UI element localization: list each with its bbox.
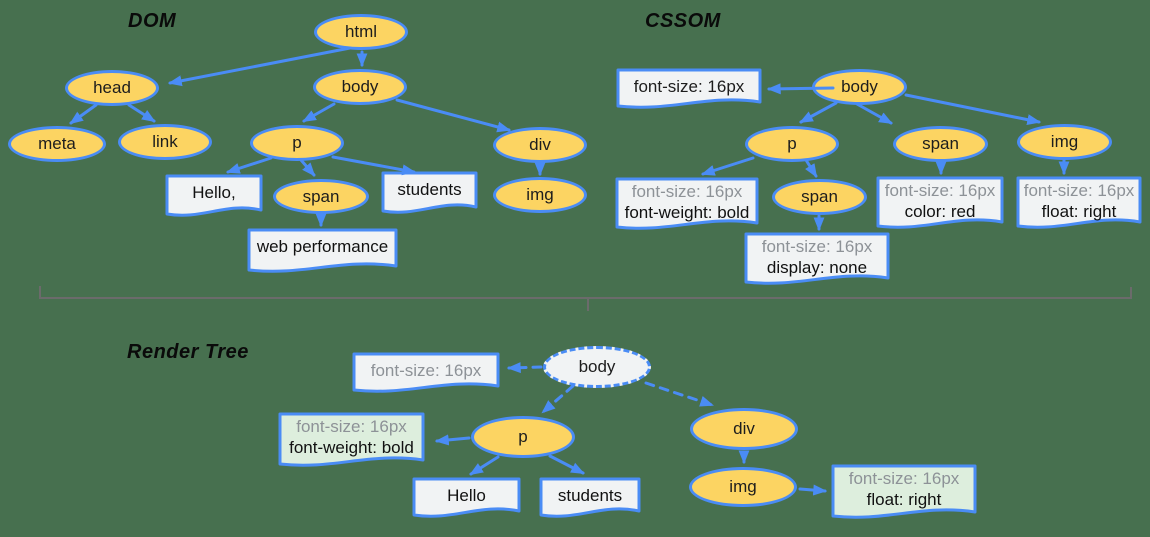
section-title-cssom: CSSOM bbox=[645, 10, 721, 32]
render-node-body: body bbox=[543, 346, 651, 388]
render-rulebox-p: font-size: 16px font-weight: bold bbox=[278, 412, 425, 468]
rule-line: display: none bbox=[766, 258, 868, 277]
rule-line: font-size: 16px bbox=[631, 182, 743, 201]
dom-node-html: html bbox=[314, 14, 408, 50]
dom-node-img: img bbox=[493, 177, 587, 213]
rule-line: font-size: 16px bbox=[1023, 181, 1135, 200]
rule-line: float: right bbox=[866, 490, 942, 509]
node-label: body bbox=[841, 77, 878, 96]
render-node-p: p bbox=[471, 416, 575, 458]
dom-node-body: body bbox=[313, 69, 407, 105]
render-node-img: img bbox=[689, 467, 797, 507]
dom-node-p: p bbox=[250, 125, 344, 161]
render-rulebox-body: font-size: 16px bbox=[352, 352, 500, 394]
dom-node-head: head bbox=[65, 70, 159, 106]
cssom-node-span-child: span bbox=[772, 179, 867, 215]
render-textbox-hello: Hello bbox=[412, 477, 521, 519]
cssom-rulebox-body: font-size: 16px bbox=[616, 68, 762, 110]
dom-node-link: link bbox=[118, 124, 212, 160]
render-rulebox-img: font-size: 16px float: right bbox=[831, 464, 977, 520]
node-label: p bbox=[787, 134, 797, 153]
rule-line: color: red bbox=[904, 202, 976, 221]
node-label: head bbox=[93, 78, 131, 97]
cssom-node-p: p bbox=[745, 126, 839, 162]
node-label: div bbox=[733, 419, 755, 438]
node-label: img bbox=[1050, 132, 1079, 151]
node-label: span bbox=[302, 186, 340, 206]
dom-node-div: div bbox=[493, 127, 587, 163]
cssom-rulebox-span-child: font-size: 16px display: none bbox=[744, 232, 890, 286]
rule-line: font-weight: bold bbox=[289, 438, 414, 457]
node-label: p bbox=[292, 133, 302, 152]
textbox-label: Hello, bbox=[192, 183, 236, 202]
rule-line: font-size: 16px bbox=[884, 181, 996, 200]
rule-line: float: right bbox=[1041, 202, 1117, 221]
node-label: body bbox=[341, 77, 379, 96]
section-title-dom: DOM bbox=[128, 10, 177, 32]
node-label: div bbox=[529, 135, 551, 154]
textbox-label: students bbox=[397, 180, 462, 199]
node-label: span bbox=[922, 134, 959, 153]
cssom-rulebox-p: font-size: 16px font-weight: bold bbox=[615, 177, 759, 231]
node-label: img bbox=[526, 185, 554, 204]
node-label: p bbox=[518, 427, 528, 446]
cssom-node-span: span bbox=[893, 126, 988, 162]
cssom-node-img: img bbox=[1017, 124, 1112, 160]
dom-textbox-hello: Hello, bbox=[165, 174, 263, 218]
cssom-node-body: body bbox=[812, 69, 907, 105]
textbox-label: Hello bbox=[447, 486, 486, 505]
render-textbox-students: students bbox=[539, 477, 641, 519]
node-label: img bbox=[729, 477, 757, 496]
rule-line: font-size: 16px bbox=[761, 237, 873, 256]
rule-line: font-size: 16px bbox=[370, 361, 482, 380]
section-divider bbox=[39, 286, 1132, 311]
textbox-label: students bbox=[557, 486, 623, 505]
rule-line: font-size: 16px bbox=[633, 77, 745, 96]
node-label: span bbox=[801, 187, 838, 206]
node-label: body bbox=[578, 357, 616, 376]
node-label: meta bbox=[38, 134, 76, 153]
cssom-rulebox-span: font-size: 16px color: red bbox=[876, 176, 1004, 230]
node-label: html bbox=[344, 22, 378, 41]
rule-line: font-size: 16px bbox=[848, 469, 960, 488]
cssom-rulebox-img: font-size: 16px float: right bbox=[1016, 176, 1142, 230]
render-node-div: div bbox=[690, 408, 798, 450]
dom-textbox-students: students bbox=[381, 171, 478, 215]
node-label: link bbox=[152, 132, 178, 151]
dom-node-meta: meta bbox=[8, 126, 106, 162]
textbox-label: web performance bbox=[256, 237, 389, 256]
dom-textbox-web-performance: web performance bbox=[247, 228, 398, 274]
section-title-render-tree: Render Tree bbox=[127, 341, 249, 363]
rule-line: font-weight: bold bbox=[624, 203, 750, 222]
dom-node-span: span bbox=[273, 179, 369, 214]
rule-line: font-size: 16px bbox=[296, 417, 407, 436]
